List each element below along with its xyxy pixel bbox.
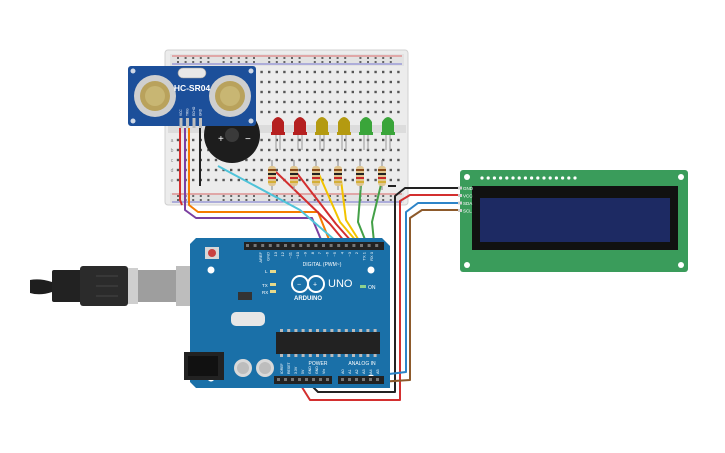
rx-led-label: RX — [262, 290, 268, 295]
wire-lcd-vcc-red — [299, 194, 460, 401]
lcd-pin-label: SCL — [463, 208, 472, 213]
lcd-screen — [480, 198, 670, 242]
sensor-pin-label: ECHO — [192, 106, 196, 116]
buzzer-plus-label: + — [218, 134, 224, 145]
analog-pin-label: A3 — [362, 369, 366, 374]
transducer-left — [134, 75, 176, 117]
analog-pin-label: A4 — [369, 369, 373, 374]
sensor-pin-label: VCC — [179, 109, 183, 116]
analog-pin-label: A2 — [355, 369, 359, 374]
digital-pin-label: 7 — [317, 251, 322, 254]
sensor-pin-label: TRIG — [186, 108, 190, 116]
power-pin-label: GND — [315, 366, 319, 374]
power-pin-label: RESET — [287, 361, 291, 374]
digital-pin-label: ~9 — [302, 251, 307, 256]
digital-pin-label: TX 1 — [362, 251, 367, 260]
analog-pin-label: A5 — [376, 369, 380, 374]
atmega-chip — [276, 332, 380, 354]
power-pin-label: Vin — [322, 369, 326, 374]
analog-in-label: ANALOG IN — [348, 361, 376, 367]
wire-lcd-scl-brown — [377, 209, 460, 383]
lcd-pin-label: GND — [463, 186, 474, 191]
digital-pin-label: RX 0 — [369, 251, 374, 261]
wire-lcd-sda-blue — [371, 202, 460, 377]
l-led-label: L — [265, 269, 268, 274]
led[interactable] — [271, 117, 285, 150]
wire-trig-orange — [188, 128, 331, 243]
resistor[interactable] — [268, 160, 276, 190]
digital-pin-label: AREF — [258, 251, 263, 262]
power-pin-label: IOREF — [280, 363, 284, 374]
resistor[interactable] — [378, 160, 386, 190]
power-label: POWER — [309, 361, 328, 367]
svg-text:−: − — [297, 282, 301, 289]
digital-label: DIGITAL (PWM~) — [303, 262, 342, 268]
wire-led5-green — [357, 171, 367, 243]
digital-pin-label: 12 — [280, 251, 285, 256]
analog-header[interactable] — [338, 376, 384, 384]
arduino-model-label: UNO — [328, 278, 353, 290]
led[interactable] — [381, 117, 395, 150]
led[interactable] — [337, 117, 351, 150]
resistor[interactable] — [290, 160, 298, 190]
wire-lcd-gnd-black — [307, 187, 460, 393]
digital-pin-label: ~11 — [288, 251, 293, 258]
wire-echo-purple — [184, 128, 323, 243]
digital-pin-label: 4 — [339, 251, 344, 254]
on-led-label: ON — [368, 285, 376, 291]
power-pin-label: 5V — [301, 369, 305, 374]
digital-pin-label: ~3 — [347, 251, 352, 256]
wire-led4-yellow — [339, 171, 361, 243]
led[interactable] — [359, 117, 373, 150]
power-header[interactable] — [274, 376, 332, 384]
digital-pin-label: ~6 — [325, 251, 330, 256]
digital-pin-label: 8 — [310, 251, 315, 254]
digital-pin-label: GND — [265, 252, 270, 261]
wire-led6-green — [371, 171, 385, 243]
led-group — [271, 117, 395, 150]
usb-cable-icon — [30, 266, 202, 306]
wire-led3-yellow — [317, 171, 358, 243]
power-jack-icon — [184, 352, 224, 380]
lcd-i2c-module[interactable]: GND VCC SDA SCL — [458, 170, 688, 272]
power-pin-label: 3.3V — [294, 366, 298, 374]
wire-buzzer-cyan — [217, 165, 338, 243]
resistor[interactable] — [334, 160, 342, 190]
reset-button-icon[interactable] — [205, 247, 219, 259]
lcd-pin-label: VCC — [463, 193, 473, 198]
sensor-model-label: HC-SR04 — [174, 83, 211, 93]
breadboard-row-letter: d — [171, 168, 174, 174]
digital-header[interactable] — [244, 242, 384, 250]
transducer-right — [209, 75, 251, 117]
tx-led-label: TX — [262, 283, 268, 288]
lcd-pin-label: SDA — [463, 201, 472, 206]
arduino-brand-label: ARDUINO — [294, 296, 322, 302]
breadboard-row-letter: b — [171, 148, 174, 154]
led[interactable] — [315, 117, 329, 150]
digital-pin-label: ~5 — [332, 251, 337, 256]
wire-vcc-red — [179, 128, 183, 206]
wire-led2-red — [295, 171, 353, 243]
resistor[interactable] — [356, 160, 364, 190]
buzzer-minus-label: − — [245, 134, 251, 145]
resistor[interactable] — [312, 160, 320, 190]
digital-pin-label: ~10 — [295, 251, 300, 259]
resistor-group — [268, 160, 386, 190]
analog-pin-label: A0 — [341, 369, 345, 374]
breadboard-row-letter: c — [171, 158, 174, 164]
capacitors — [234, 359, 274, 377]
svg-text:+: + — [313, 282, 317, 289]
analog-pin-label: A1 — [348, 369, 352, 374]
breadboard-row-letter: a — [171, 138, 174, 144]
digital-pin-label: 2 — [354, 251, 359, 254]
power-pin-label: GND — [308, 366, 312, 374]
arduino-logo: − + — [291, 275, 325, 293]
sensor-pin-label: GND — [199, 108, 203, 116]
led[interactable] — [293, 117, 307, 150]
breadboard-row-letter: e — [171, 178, 174, 184]
digital-pin-label: 13 — [273, 251, 278, 256]
